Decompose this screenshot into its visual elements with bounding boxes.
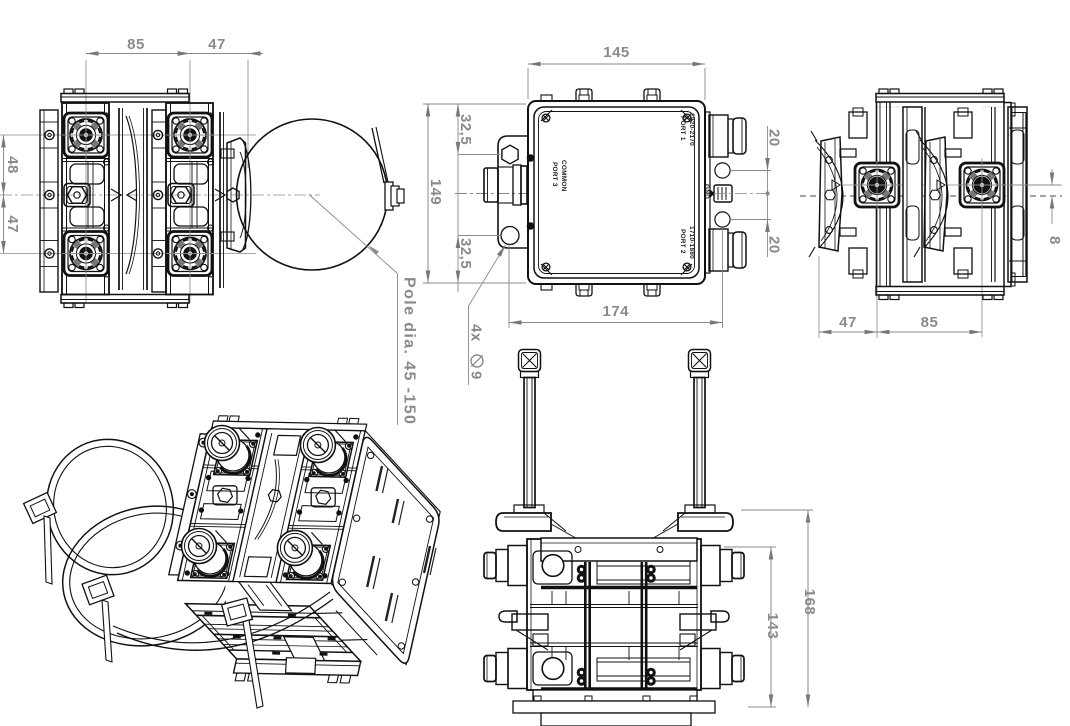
svg-text:32,5: 32,5 — [457, 114, 474, 145]
svg-text:COMMON: COMMON — [560, 160, 567, 192]
svg-text:GND: GND — [703, 184, 710, 199]
svg-text:1710-1880: 1710-1880 — [688, 226, 695, 259]
svg-text:20: 20 — [766, 236, 783, 254]
svg-text:PORT 1: PORT 1 — [679, 116, 686, 141]
svg-text:85: 85 — [921, 314, 939, 331]
svg-text:168: 168 — [801, 589, 818, 616]
svg-text:174: 174 — [602, 303, 629, 320]
svg-text:20: 20 — [766, 129, 783, 147]
svg-text:PORT 2: PORT 2 — [679, 229, 686, 254]
svg-text:Pole dia. 45 -150: Pole dia. 45 -150 — [401, 277, 418, 425]
svg-text:47: 47 — [208, 36, 226, 53]
svg-text:48: 48 — [4, 156, 21, 174]
svg-text:47: 47 — [4, 215, 21, 233]
svg-text:143: 143 — [764, 613, 781, 640]
svg-text:1920-2170: 1920-2170 — [688, 113, 695, 146]
svg-text:85: 85 — [127, 36, 145, 53]
svg-text:47: 47 — [839, 314, 857, 331]
svg-text:8: 8 — [1046, 236, 1063, 245]
svg-text:9: 9 — [468, 371, 485, 380]
svg-text:149: 149 — [427, 179, 444, 206]
svg-text:145: 145 — [603, 44, 630, 61]
svg-text:PORT 3: PORT 3 — [551, 162, 558, 187]
svg-text:32,5: 32,5 — [457, 238, 474, 269]
svg-text:4x: 4x — [468, 324, 485, 342]
